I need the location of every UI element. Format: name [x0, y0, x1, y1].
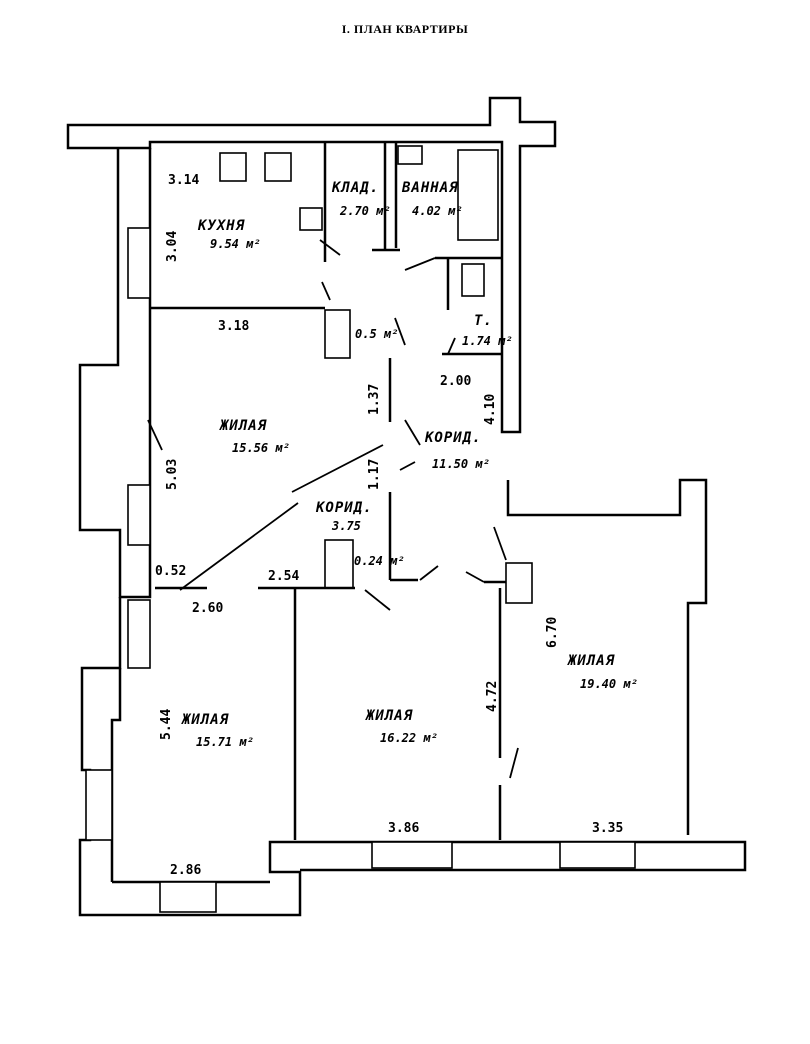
dim-200: 2.00 [440, 374, 471, 389]
living2-area: 15.71 м² [196, 735, 254, 749]
stove-icon [219, 152, 247, 182]
fixtures [219, 145, 499, 297]
corridor1-name: КОРИД. [424, 430, 482, 446]
toilet-name: Т. [474, 313, 493, 329]
dimension-labels: 3.14 3.04 3.18 5.03 0.52 2.60 5.44 2.86 … [155, 173, 623, 878]
dim-472: 4.72 [485, 681, 500, 712]
closet2-area: 0.24 м² [354, 554, 405, 568]
living4-area: 19.40 м² [580, 677, 638, 691]
corridor1-area: 11.50 м² [432, 457, 490, 471]
dim-137: 1.37 [367, 384, 382, 415]
dim-260: 2.60 [192, 601, 223, 616]
dim-living2-depth: 5.44 [159, 709, 174, 740]
bathtub-icon [457, 149, 499, 241]
sink-icon [299, 207, 323, 231]
living1-area: 15.56 м² [232, 441, 290, 455]
bathroom-name: ВАННАЯ [401, 180, 459, 196]
dim-living1-depth: 5.03 [165, 459, 180, 490]
dim-wall-052: 0.52 [155, 564, 186, 579]
dim-670: 6.70 [545, 617, 560, 648]
living4-name: ЖИЛАЯ [567, 653, 615, 669]
interior-walls [147, 142, 533, 840]
pantry-area: 2.70 м² [339, 204, 391, 218]
bathroom-area: 4.02 м² [412, 204, 463, 218]
dim-254: 2.54 [268, 569, 299, 584]
living2-name: ЖИЛАЯ [181, 712, 229, 728]
toilet-area: 1.74 м² [462, 334, 513, 348]
toilet-icon [461, 263, 485, 297]
kitchen-area: 9.54 м² [210, 237, 261, 251]
dim-410: 4.10 [483, 394, 498, 425]
living3-area: 16.22 м² [380, 731, 438, 745]
plan-title: I. ПЛАН КВАРТИРЫ [341, 22, 469, 36]
corridor2-area: 3.75 [331, 519, 361, 533]
outer-walls [66, 96, 747, 917]
dim-living1-width: 3.18 [218, 319, 249, 334]
dim-117: 1.17 [367, 459, 382, 490]
living1-name: ЖИЛАЯ [219, 418, 267, 434]
dim-living2-width: 2.86 [170, 863, 201, 878]
pantry-name: КЛАД. [331, 180, 379, 196]
dim-kitchen-width: 3.14 [168, 173, 199, 188]
closet1-area: 0.5 м² [355, 327, 398, 341]
dim-335: 3.35 [592, 821, 623, 836]
corridor2-name: КОРИД. [315, 500, 373, 516]
room-labels: КУХНЯ 9.54 м² КЛАД. 2.70 м² ВАННАЯ 4.02 … [181, 180, 638, 749]
kitchen-name: КУХНЯ [197, 218, 245, 234]
dim-kitchen-depth: 3.04 [165, 231, 180, 262]
dim-386: 3.86 [388, 821, 419, 836]
living3-name: ЖИЛАЯ [365, 708, 413, 724]
windows [85, 227, 636, 913]
